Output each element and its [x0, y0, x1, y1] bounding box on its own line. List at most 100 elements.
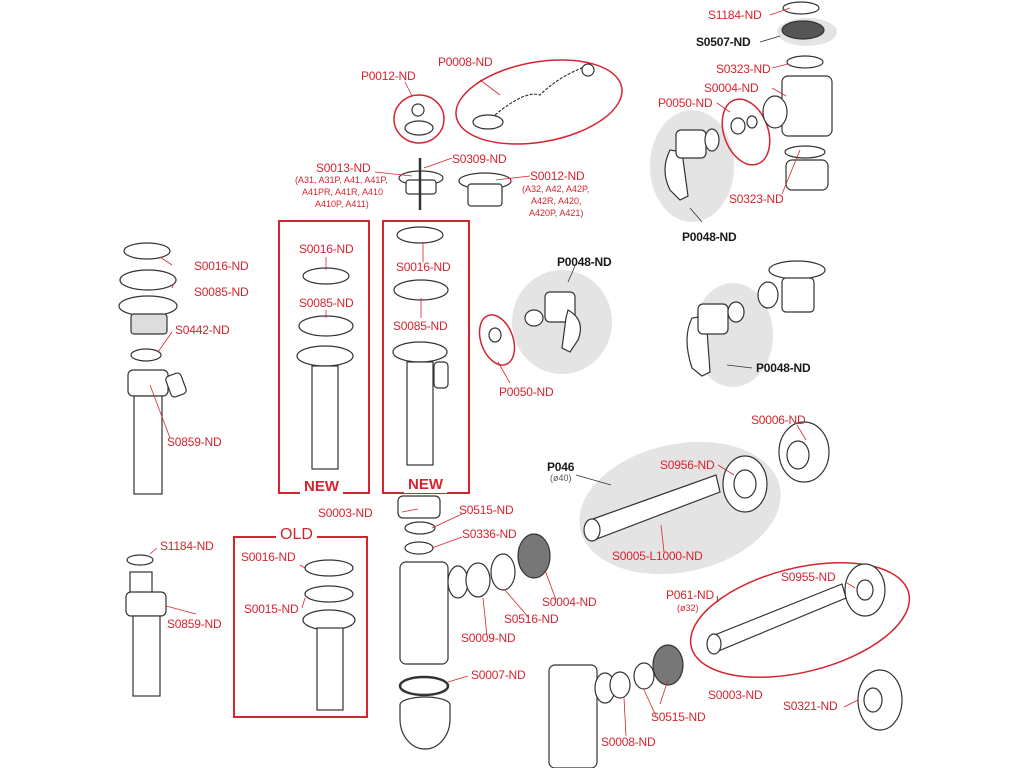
label-s0006: S0006-ND [751, 413, 806, 427]
label-s0955: S0955-ND [781, 570, 836, 584]
label-p061: P061-ND [666, 588, 714, 602]
ring-p0050-top-a [730, 117, 746, 135]
ring-p0050-mid [488, 327, 502, 343]
label-s0515-top: S0515-ND [459, 503, 514, 517]
label-s0323-bottom: S0323-ND [729, 192, 784, 206]
ring-s0442 [130, 348, 162, 362]
ring-p0050-top-b [746, 115, 758, 129]
label-s0507: S0507-ND [696, 35, 751, 49]
plug-p0012 [404, 120, 434, 136]
trap-bottom-nut [785, 159, 829, 191]
label-s0016-new2: S0016-ND [396, 260, 451, 274]
label-p0048-top: P0048-ND [682, 230, 737, 244]
new-tag-1: NEW [300, 479, 343, 495]
label-s0085-new2: S0085-ND [393, 319, 448, 333]
outlet-left [165, 372, 187, 398]
new-frame-2 [382, 220, 470, 494]
pipe-bottom-left [132, 615, 161, 697]
label-s0323-top: S0323-ND [716, 62, 771, 76]
label-s0085-left: S0085-ND [194, 285, 249, 299]
label-s0015-old: S0015-ND [244, 602, 299, 616]
label-p046-diameter: (ø40) [550, 473, 572, 483]
rosette-s0956-inner [733, 469, 757, 499]
label-p046: P046 [547, 460, 575, 474]
trap-body-top [781, 75, 833, 137]
label-s0003-top: S0003-ND [318, 506, 373, 520]
label-s0004-top: S0004-ND [704, 81, 759, 95]
label-s0007: S0007-ND [471, 668, 526, 682]
ring-s0336 [404, 541, 434, 555]
outline-p0012 [393, 94, 445, 144]
outlet-right [757, 281, 779, 309]
tube-new1 [311, 365, 339, 470]
elbow-p0048-mid [561, 309, 581, 353]
outline-p061 [689, 561, 911, 679]
trap-cup [399, 696, 451, 750]
label-p0050-mid: P0050-ND [499, 385, 554, 399]
models-s0012-line2: A42R, A420, [531, 196, 582, 206]
label-s0859-left: S0859-ND [167, 435, 222, 449]
label-s0004-mid: S0004-ND [542, 595, 597, 609]
pipe-s0005-end [583, 518, 601, 542]
label-s0005: S0005-L1000-ND [612, 549, 703, 563]
ring-p0048-right [727, 301, 745, 323]
flange-left-thread [130, 313, 168, 335]
ring-s0007 [398, 675, 450, 697]
ring-s0516 [490, 553, 516, 591]
rosette-s0321-inner [863, 687, 883, 713]
nut-s0004-mid [517, 533, 551, 579]
ring-s0016-left [123, 242, 171, 260]
label-p0012: P0012-ND [361, 69, 416, 83]
plug-ring [411, 103, 425, 117]
pipe-p061 [711, 583, 847, 653]
models-s0013-line3: A410P, A411) [315, 199, 369, 209]
label-s0085-new1: S0085-ND [299, 296, 354, 310]
ring-p0048-top [704, 128, 720, 152]
pipe-left [133, 395, 163, 495]
label-s1184-left: S1184-ND [160, 539, 214, 553]
outline-p0050-top [721, 98, 771, 166]
new-frame-1 [278, 220, 370, 494]
ring-s0515-bottom [633, 662, 655, 690]
label-s0956: S0956-ND [660, 458, 715, 472]
models-s0013-line2: A41PR, A41R, A410 [302, 187, 384, 197]
ring-s1184-top [782, 1, 820, 15]
ring-s0009 [465, 562, 491, 598]
funnel-right [768, 260, 826, 280]
label-s0321: S0321-ND [783, 699, 838, 713]
old-tag: OLD [276, 527, 317, 543]
tube-new2 [406, 361, 434, 466]
nut-s0859-bottom [125, 591, 167, 617]
label-p061-diameter: (ø32) [677, 603, 699, 613]
label-s0516: S0516-ND [504, 612, 559, 626]
highlight-p0048-top [650, 110, 734, 222]
outline-p0050-mid [478, 314, 516, 366]
elbow-nut-top [675, 129, 707, 159]
chain [494, 64, 591, 116]
label-s0008: S0008-ND [601, 735, 656, 749]
pipe-p061-end [706, 633, 722, 655]
models-s0012-line1: (A32, A42, A42P, [522, 184, 590, 194]
overflow-cap [581, 63, 595, 77]
label-p0050-top: P0050-ND [658, 96, 713, 110]
funnel-right-body [781, 277, 815, 313]
trap-center-outlet [447, 565, 469, 599]
tube-old [316, 627, 344, 711]
ring-s0323-bottom [784, 145, 826, 159]
label-s0012: S0012-ND [530, 169, 585, 183]
label-s0309: S0309-ND [452, 152, 507, 166]
rosette-s0006-inner [786, 440, 810, 470]
label-s0016-new1: S0016-ND [299, 242, 354, 256]
label-s1184-top: S1184-ND [708, 8, 762, 22]
label-p0048-mid: P0048-ND [557, 255, 612, 269]
plug-p0008 [472, 114, 504, 130]
label-s0859-bottom: S0859-ND [167, 617, 222, 631]
label-p0008: P0008-ND [438, 55, 493, 69]
elbow-nut-right [697, 303, 729, 335]
highlight-p046 [579, 441, 781, 575]
label-s0336: S0336-ND [462, 527, 517, 541]
label-s0009: S0009-ND [461, 631, 516, 645]
models-s0012-line3: A420P, A421) [529, 208, 584, 218]
rosette-s0955-inner [856, 579, 874, 601]
label-s0442: S0442-ND [175, 323, 230, 337]
